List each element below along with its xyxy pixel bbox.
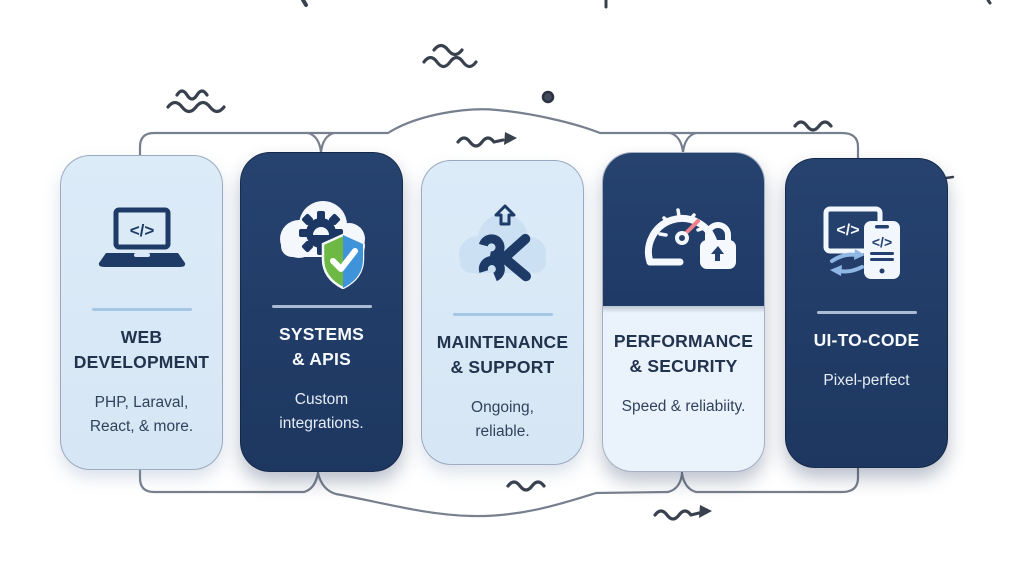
- card-web-development: </> WEB DEVELOPMENT PHP, Laraval, React,…: [60, 155, 223, 470]
- card-divider: [271, 305, 372, 308]
- bottom-connector-line: [138, 463, 860, 518]
- title-line: PERFORMANCE: [613, 331, 754, 351]
- subtitle-line: Pixel-perfect: [823, 371, 910, 389]
- dot-doodle: [541, 90, 555, 104]
- cloud-gear-shield-icon: [267, 181, 377, 297]
- laptop-code-icon: </>: [92, 184, 192, 300]
- card-subtitle: Ongoing, reliable.: [471, 396, 534, 444]
- card-subtitle: Pixel-perfect: [823, 369, 909, 393]
- subtitle-line: PHP, Laraval,: [94, 393, 189, 411]
- title-line: SYSTEMS: [278, 324, 365, 344]
- squiggle-top-right: [793, 120, 833, 132]
- subtitle-line: Speed & reliabiity.: [621, 397, 746, 415]
- card-title: PERFORMANCE & SECURITY: [614, 329, 753, 379]
- top-connector-line: [138, 108, 860, 162]
- card-title: UI-TO-CODE: [814, 328, 920, 353]
- squiggle-arrowhead-bottom: [699, 505, 712, 518]
- card-divider: [816, 311, 917, 314]
- card-ui-to-code: </> </> UI-TO-CODE Pixel-perfect: [785, 158, 948, 468]
- subtitle-line: Custom: [294, 390, 349, 408]
- card-title: WEB DEVELOPMENT: [74, 325, 209, 375]
- squiggle-top-left-upper: [175, 89, 209, 101]
- title-line: & SECURITY: [629, 355, 738, 376]
- title-line: DEVELOPMENT: [73, 351, 210, 372]
- title-line: & APIS: [292, 348, 351, 369]
- subtitle-line: integrations.: [279, 414, 364, 432]
- subtitle-line: Ongoing,: [471, 398, 534, 416]
- card-performance-security: PERFORMANCE & SECURITY Speed & reliabiit…: [602, 152, 765, 472]
- squiggle-top-center-upper: [432, 43, 464, 57]
- card-systems-apis: SYSTEMS & APIS Custom integrations.: [240, 152, 403, 472]
- card-title: SYSTEMS & APIS: [279, 322, 364, 372]
- squiggle-bottom-left: [506, 480, 546, 492]
- card-divider: [91, 308, 192, 311]
- squiggle-top-left-lower: [166, 100, 226, 114]
- speedometer-lock-icon: [628, 180, 740, 280]
- card-subtitle: Speed & reliabiity.: [622, 395, 746, 419]
- cloud-wrench-icon: [448, 189, 558, 305]
- card-maintenance-support: MAINTENANCE & SUPPORT Ongoing, reliable.: [421, 160, 584, 465]
- card-subtitle: PHP, Laraval, React, & more.: [90, 391, 193, 439]
- card-subtitle: Custom integrations.: [279, 388, 363, 436]
- section-divider-shadow: [603, 306, 764, 313]
- title-line: UI-TO-CODE: [813, 330, 920, 350]
- squiggle-arrow-bottom: [653, 509, 701, 521]
- svg-text:</>: </>: [836, 222, 859, 239]
- top-edge-tick-1: [301, 0, 308, 7]
- title-line: & SUPPORT: [450, 356, 555, 377]
- subtitle-line: React, & more.: [89, 417, 194, 435]
- squiggle-top-center-lower: [422, 55, 478, 69]
- title-line: WEB: [120, 327, 163, 347]
- card-dark-header: [603, 153, 764, 306]
- ui-to-code-devices-icon: </> </>: [812, 187, 922, 303]
- svg-text:</>: </>: [871, 234, 891, 250]
- title-line: MAINTENANCE: [436, 332, 569, 352]
- squiggle-arrow-top-middle: [456, 136, 505, 148]
- dash-right-of-card5: [944, 175, 955, 180]
- svg-text:</>: </>: [129, 221, 154, 240]
- card-title: MAINTENANCE & SUPPORT: [437, 330, 569, 380]
- subtitle-line: reliable.: [475, 422, 530, 440]
- squiggle-arrowhead-top: [504, 132, 517, 145]
- card-divider: [452, 313, 553, 316]
- top-edge-tick-3: [986, 0, 992, 5]
